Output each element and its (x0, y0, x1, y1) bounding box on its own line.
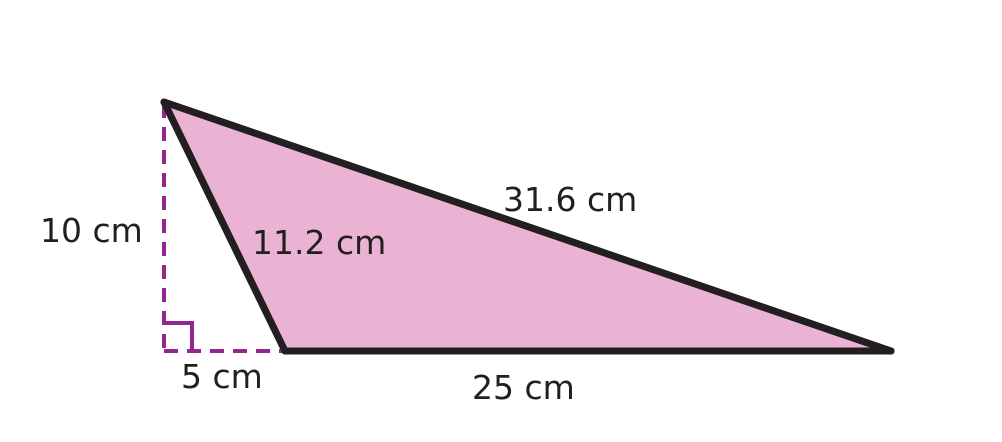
height-label: 10 cm (40, 211, 143, 250)
hypotenuse-label: 31.6 cm (503, 180, 637, 219)
right-angle-marker (164, 321, 194, 351)
extension-label: 5 cm (181, 357, 263, 396)
base-label: 25 cm (472, 368, 575, 407)
left-side-edge (160, 98, 289, 355)
hypotenuse-edge (160, 98, 895, 355)
left-side-label: 11.2 cm (252, 223, 386, 262)
